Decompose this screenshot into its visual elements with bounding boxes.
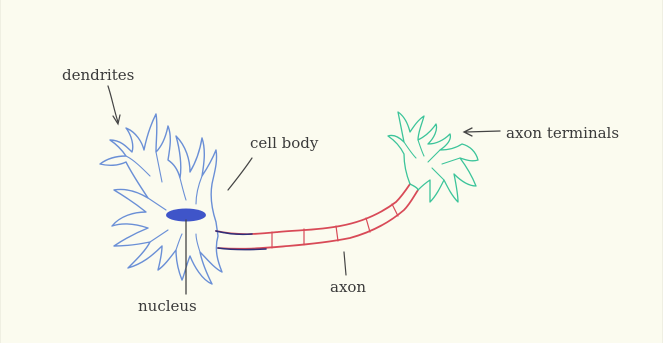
dendrites-label: dendrites xyxy=(62,68,134,83)
cell-body-dendrites-outline xyxy=(100,114,222,284)
nucleus-label: nucleus xyxy=(138,299,197,314)
cell-body-pointer-line xyxy=(228,158,252,190)
axon-label: axon xyxy=(330,280,366,295)
axon-lower-edge xyxy=(218,190,418,249)
terminal-detail-strokes xyxy=(404,140,460,180)
dendrite-detail-strokes xyxy=(126,152,202,252)
axon-pointer-line xyxy=(344,252,346,275)
cell-body-label: cell body xyxy=(250,136,318,151)
axon-terminals-label: axon terminals xyxy=(506,126,619,141)
terminals-pointer-line xyxy=(466,131,500,132)
axon-dark-segment-top xyxy=(216,231,252,234)
